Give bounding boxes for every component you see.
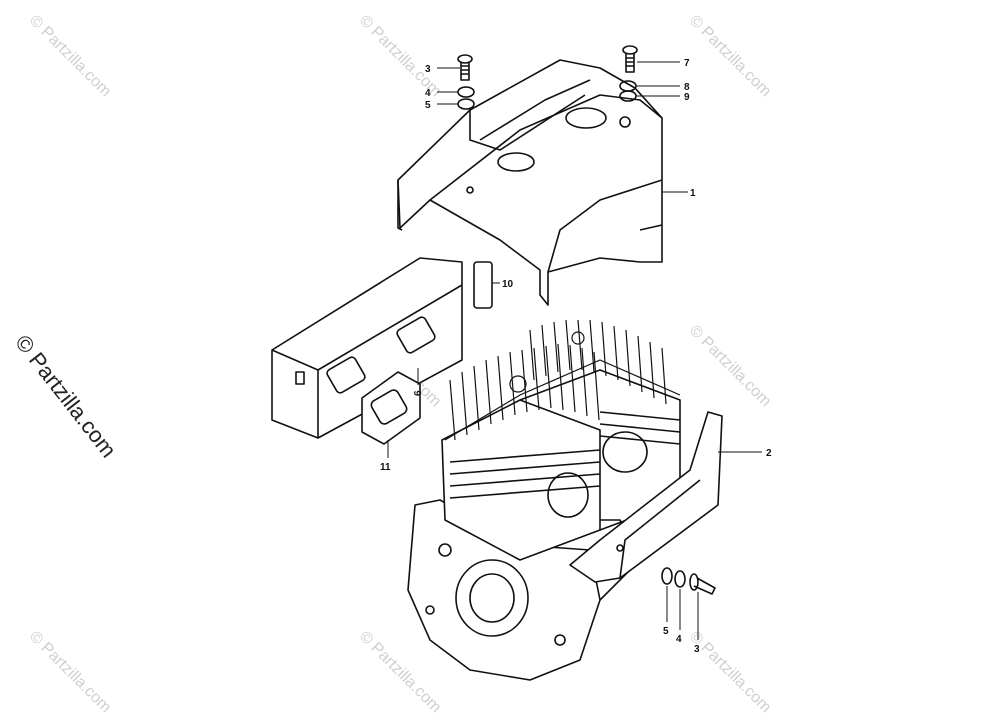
- spacer: [473, 261, 493, 309]
- callout-4-bottom: 4: [676, 634, 682, 645]
- gasket: [361, 371, 421, 445]
- callout-7: 7: [684, 58, 690, 69]
- callouts: 3 4 5 7 8 9 1 10 6 11 2 5 4 3: [380, 58, 772, 655]
- callout-11: 11: [380, 462, 391, 473]
- leader-lines: [387, 61, 762, 640]
- shroud-top: [397, 59, 663, 306]
- callout-8: 8: [684, 82, 690, 93]
- callout-3-top: 3: [425, 64, 431, 75]
- shroud-side-bracket: [569, 411, 723, 583]
- callout-5-top: 5: [425, 100, 431, 111]
- exhaust-shield: [271, 257, 463, 439]
- fasteners-bottom: [661, 567, 716, 595]
- callout-3-bottom: 3: [694, 644, 700, 655]
- callout-1: 1: [690, 188, 696, 199]
- callout-10: 10: [502, 279, 514, 290]
- engine-head-fins: [444, 319, 681, 441]
- fasteners-top-left: [457, 54, 475, 110]
- callout-2: 2: [766, 448, 772, 459]
- callout-5-bottom: 5: [663, 626, 669, 637]
- callout-4-top: 4: [425, 88, 431, 99]
- callout-6: 6: [413, 390, 424, 396]
- callout-9: 9: [684, 92, 690, 103]
